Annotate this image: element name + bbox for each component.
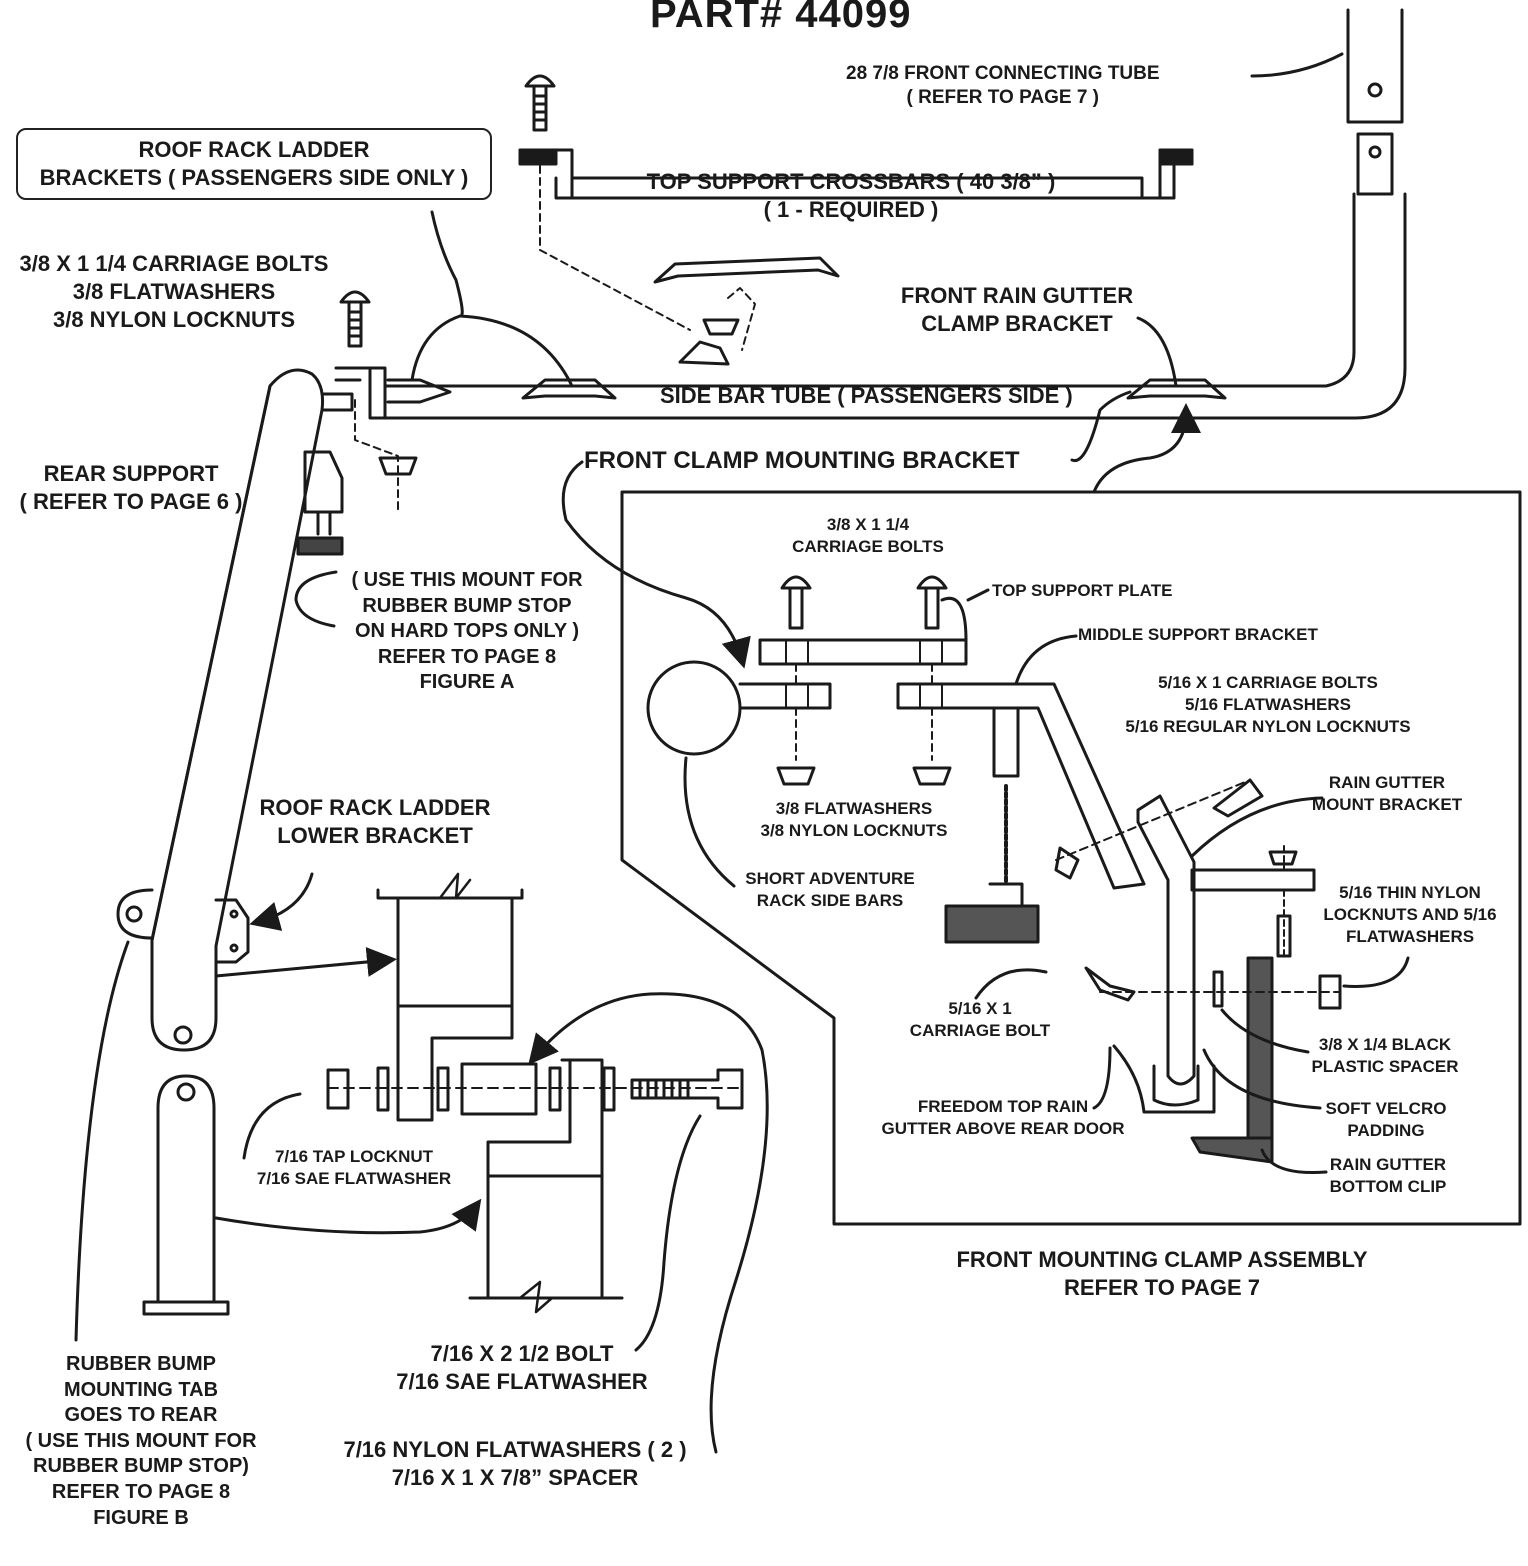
inset-leaders [683,588,1410,1175]
label-38-flatwashers: 3/8 FLATWASHERS 3/8 NYLON LOCKNUTS [760,799,948,840]
label-top-support-plate: TOP SUPPORT PLATE [992,581,1173,600]
side-bar-tube [334,366,452,420]
label-ladder-brackets: ROOF RACK LADDER BRACKETS ( PASSENGERS S… [16,128,492,201]
label-middle-support-bracket: MIDDLE SUPPORT BRACKET [1078,625,1318,644]
inset-drawing [646,575,1342,1164]
label-tap-locknut: 7/16 TAP LOCKNUT 7/16 SAE FLATWASHER [256,1147,452,1188]
label-front-connecting-tube: 28 7/8 FRONT CONNECTING TUBE ( REFER TO … [846,63,1160,109]
top-support-crossbar [518,148,1194,200]
label-top-crossbars: TOP SUPPORT CROSSBARS ( 40 3/8” ) ( 1 - … [646,169,1056,223]
part-number-title: PART# 44099 [650,0,912,36]
carriage-bolt-top [524,74,691,331]
carriage-bolt-left [339,287,756,511]
label-rubber-bump-tab: RUBBER BUMP MOUNTING TAB GOES TO REAR ( … [25,1353,257,1529]
label-bottom-clip: RAIN GUTTER BOTTOM CLIP [1329,1155,1447,1196]
label-freedom-top-gutter: FREEDOM TOP RAIN GUTTER ABOVE REAR DOOR [881,1097,1125,1138]
label-rain-gutter-mount: RAIN GUTTER MOUNT BRACKET [1311,773,1463,814]
rear-support [116,368,354,1052]
label-side-bar-tube: SIDE BAR TUBE ( PASSENGERS SIDE ) [660,383,1073,408]
label-front-clamp-mounting: FRONT CLAMP MOUNTING BRACKET [584,447,1020,474]
label-inset-carriage-bolts: 3/8 X 1 1/4 CARRIAGE BOLTS [792,515,944,556]
label-nylon-flatwashers: 7/16 NYLON FLATWASHERS ( 2 ) 7/16 X 1 X … [343,1437,687,1491]
label-carriage-bolts-top: 3/8 X 1 1/4 CARRIAGE BOLTS 3/8 FLATWASHE… [19,251,329,333]
label-ladder-lower-bracket: ROOF RACK LADDER LOWER BRACKET [259,795,491,849]
label-plastic-spacer: 3/8 X 1/4 BLACK PLASTIC SPACER [1311,1035,1459,1076]
label-thin-nylon-locknuts: 5/16 THIN NYLON LOCKNUTS AND 5/16 FLATWA… [1323,883,1497,946]
label-bump-stop-a: ( USE THIS MOUNT FOR RUBBER BUMP STOP ON… [351,569,583,694]
label-assembly-caption: FRONT MOUNTING CLAMP ASSEMBLY REFER TO P… [956,1247,1368,1301]
label-rear-support: REAR SUPPORT ( REFER TO PAGE 6 ) [19,461,243,515]
lower-bracket-assembly [326,872,744,1314]
label-bolt-716: 7/16 X 2 1/2 BOLT 7/16 SAE FLATWASHER [396,1341,648,1395]
inset-frame [620,490,1522,1226]
front-connecting-tube [383,8,1407,420]
clamp-brackets [521,256,1227,400]
label-front-rain-gutter: FRONT RAIN GUTTER CLAMP BRACKET [900,283,1134,337]
label-516-carriage-bolts: 5/16 X 1 CARRIAGE BOLTS 5/16 FLATWASHERS… [1125,673,1411,736]
label-516-carriage-bolt: 5/16 X 1 CARRIAGE BOLT [909,999,1051,1040]
bump-mounting-tab [142,1074,230,1316]
label-short-adventure-bars: SHORT ADVENTURE RACK SIDE BARS [745,869,915,910]
label-velcro-padding: SOFT VELCRO PADDING [1325,1099,1447,1140]
